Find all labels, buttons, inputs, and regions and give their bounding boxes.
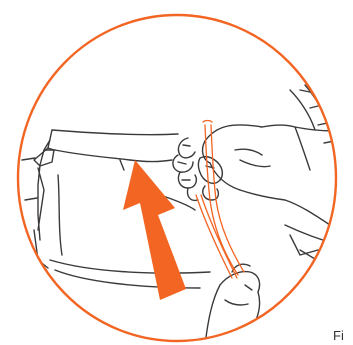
figure-caption: Fi bbox=[333, 328, 344, 343]
arrow-up-icon bbox=[123, 160, 186, 300]
left-frame bbox=[22, 140, 55, 268]
upper-hand bbox=[173, 125, 348, 225]
lower-hand bbox=[205, 264, 260, 345]
fabric-canopy bbox=[48, 130, 210, 288]
